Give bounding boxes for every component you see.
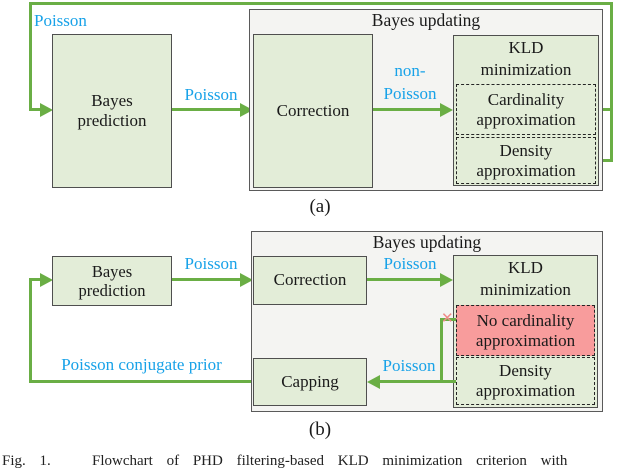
a-bayes-prediction-label: Bayes prediction (77, 90, 147, 130)
b-correction-out-label: Poisson (383, 254, 437, 273)
a-correction-out-label: non- Poisson (383, 61, 437, 103)
a-feedback-label: Poisson (34, 11, 87, 30)
a-feedback-line-left (29, 2, 32, 109)
b-correction-box: Correction (253, 256, 367, 305)
b-bayes-updating-title: Bayes updating (372, 232, 482, 252)
a-density-approximation-box: Density approximation (456, 137, 596, 184)
b-correction-label: Correction (273, 270, 347, 290)
b-no-cardinality-approximation-label: No cardinality approximation (475, 310, 576, 350)
b-bayes-prediction-label: Bayes prediction (78, 261, 146, 300)
b-capping-to-left-line (29, 380, 253, 383)
b-prediction-to-correction-shaft (172, 278, 242, 281)
b-density-out-label: Poisson (382, 356, 436, 375)
a-correction-label: Correction (276, 100, 350, 120)
a-correction-box: Correction (253, 34, 373, 188)
b-arrow-into-prediction-head-icon (40, 273, 53, 287)
a-prediction-out-label: Poisson (184, 85, 238, 104)
b-density-approximation-box: Density approximation (456, 357, 595, 405)
b-kld-minimization-label: KLD minimization (480, 258, 571, 300)
b-no-cardinality-drop-line (440, 318, 443, 383)
b-arrow-into-prediction-shaft (29, 278, 42, 281)
a-bayes-updating-title: Bayes updating (371, 10, 481, 30)
a-density-out-stub (597, 159, 613, 162)
b-kld-minimization-title-wrap: KLD minimization (453, 257, 598, 301)
a-bayes-prediction-box: Bayes prediction (52, 34, 172, 188)
a-feedback-line-right (610, 2, 613, 162)
crossed-out-icon: ✕ (441, 309, 454, 327)
b-no-cardinality-stub (440, 318, 456, 321)
b-capping-box: Capping (253, 358, 367, 406)
figure-caption: Fig. 1. Flowchart of PHD filtering-based… (2, 453, 568, 469)
a-density-approximation-label: Density approximation (476, 140, 576, 180)
b-density-approximation-label: Density approximation (475, 361, 576, 400)
a-cardinality-approximation-label: Cardinality approximation (476, 89, 576, 129)
a-cardinality-approximation-box: Cardinality approximation (456, 84, 596, 135)
b-correction-to-kld-shaft (367, 278, 442, 281)
a-arrow-into-prediction-shaft (29, 108, 42, 111)
b-bayes-prediction-box: Bayes prediction (52, 256, 172, 306)
b-density-to-capping-shaft (379, 380, 456, 383)
a-prediction-to-correction-shaft (172, 108, 242, 111)
b-prediction-out-label: Poisson (184, 254, 238, 273)
b-correction-to-kld-head-icon (440, 273, 453, 287)
a-cardinality-out-stub (597, 108, 613, 111)
a-arrow-into-prediction-head-icon (40, 103, 53, 117)
a-correction-to-kld-shaft (373, 108, 443, 111)
a-kld-minimization-label: KLD minimization (480, 38, 572, 80)
a-correction-to-kld-head-icon (440, 103, 453, 117)
b-capping-label: Capping (281, 371, 339, 391)
b-subfigure-tag: (b) (308, 419, 332, 440)
a-feedback-line-top (29, 2, 613, 5)
b-feedback-line-left (29, 278, 32, 383)
b-density-to-capping-head-icon (367, 375, 380, 389)
b-capping-out-label: Poisson conjugate prior (61, 355, 222, 374)
b-no-cardinality-approximation-box: No cardinality approximation (456, 305, 595, 356)
a-subfigure-tag: (a) (309, 196, 331, 217)
b-prediction-to-correction-head-icon (240, 273, 253, 287)
a-kld-minimization-title-wrap: KLD minimization (453, 37, 599, 81)
